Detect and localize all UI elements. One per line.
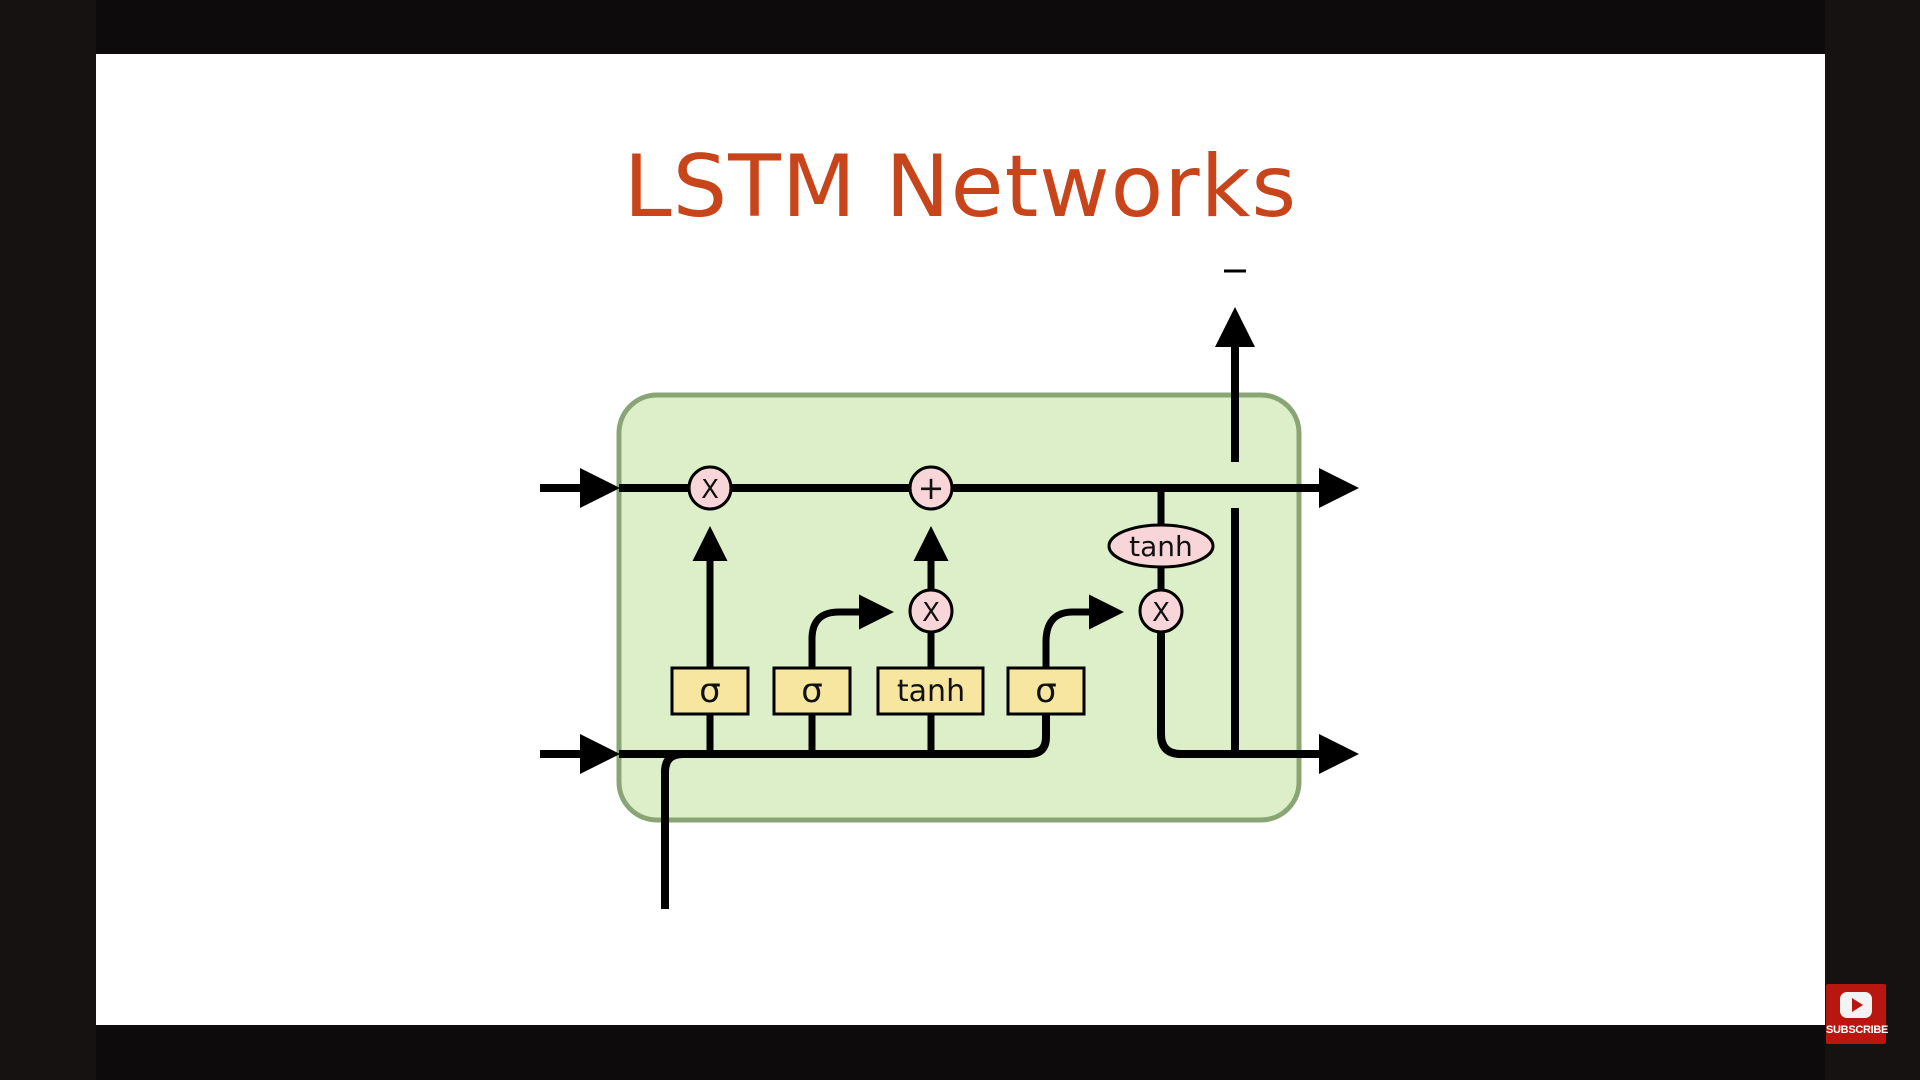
subscribe-label: SUBSCRIBE bbox=[1826, 1024, 1889, 1036]
input-gate-label: σ bbox=[801, 671, 823, 711]
input-multiply-op: X bbox=[908, 588, 954, 634]
output-multiply-label: X bbox=[1152, 598, 1170, 628]
lstm-diagram: σ σ tanh σ X + bbox=[540, 269, 1359, 909]
youtube-play-icon bbox=[1840, 992, 1872, 1018]
video-top-letterbox bbox=[96, 0, 1825, 54]
input-gate: σ bbox=[772, 666, 852, 716]
cell-tanh-label: tanh bbox=[1129, 530, 1193, 563]
candidate-gate: tanh bbox=[876, 666, 985, 716]
input-xt-line bbox=[661, 750, 684, 909]
forget-multiply-op: X bbox=[687, 465, 733, 511]
input-gate-arrow bbox=[808, 594, 894, 668]
slide: LSTM Networks bbox=[96, 54, 1825, 1025]
output-gate: σ bbox=[1006, 666, 1086, 716]
cell-add-op: + bbox=[908, 465, 954, 511]
subscribe-button[interactable]: SUBSCRIBE bbox=[1826, 984, 1889, 1044]
candidate-gate-label: tanh bbox=[897, 674, 965, 709]
hidden-state-output-line bbox=[1157, 631, 1359, 774]
forget-multiply-label: X bbox=[701, 475, 719, 505]
input-multiply-label: X bbox=[922, 598, 940, 628]
slide-title: LSTM Networks bbox=[623, 137, 1298, 237]
forget-gate-label: σ bbox=[699, 671, 721, 711]
hidden-input-line bbox=[619, 684, 1050, 758]
output-gate-label: σ bbox=[1035, 671, 1057, 711]
output-gate-arrow bbox=[1042, 594, 1124, 668]
video-bottom-letterbox bbox=[96, 1025, 1825, 1080]
forget-gate: σ bbox=[670, 666, 750, 716]
output-multiply-op: X bbox=[1138, 588, 1184, 634]
cell-tanh-op: tanh bbox=[1107, 523, 1215, 569]
cell-add-label: + bbox=[918, 469, 945, 507]
